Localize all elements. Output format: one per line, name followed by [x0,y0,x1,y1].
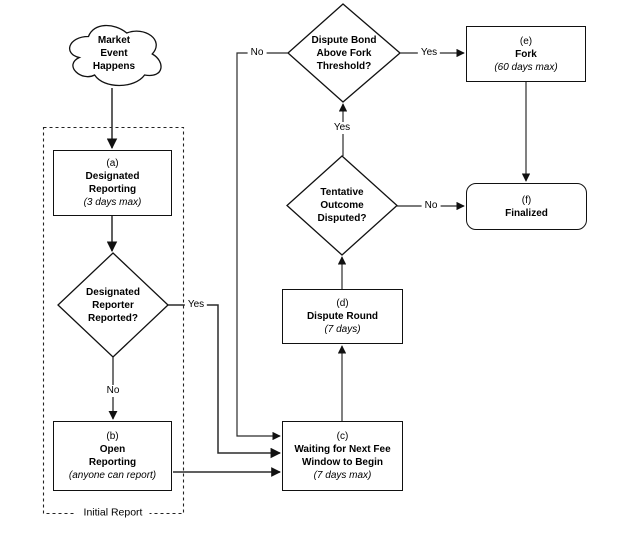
node-finalized: (f) Finalized [466,183,587,230]
node-note: (3 days max) [83,197,142,208]
node-fork: (e) Fork (60 days max) [466,26,586,82]
node-market-event-label: Market Event Happens [92,35,136,72]
decision-designated-reporter-label: Designated Reporter Reported? [86,287,140,324]
node-title: Dispute Round [306,311,379,322]
diamond-tentative-outcome-disputed [286,155,398,256]
node-tag: (a) [106,158,119,169]
node-title: Designated Reporting [85,171,140,195]
node-title: Finalized [505,207,548,219]
decision-tentative-outcome-label: Tentative Outcome Disputed? [317,187,367,224]
node-tag: (f) [521,194,532,206]
edge-label-reporter-yes: Yes [184,299,208,311]
node-note: (7 days max) [313,470,372,481]
edge-label-reporter-no: No [103,385,123,397]
node-tag: (b) [106,431,119,442]
connector-fork-no-to-waiting [236,52,288,441]
edge-label-disputed-no: No [421,200,441,212]
cloud-shape-market-event [69,24,162,87]
node-open-reporting: (b) Open Reporting (anyone can report) [53,421,172,491]
diamond-dispute-bond-above-fork-threshold [287,3,401,103]
node-tag: (d) [336,298,349,309]
edge-label-fork-no: No [247,47,267,59]
node-note: (anyone can report) [68,470,157,481]
node-tag: (c) [336,431,349,442]
node-designated-reporting: (a) Designated Reporting (3 days max) [53,150,172,216]
node-note: (60 days max) [494,61,558,73]
node-title: Open Reporting [88,444,137,468]
node-title: Fork [515,48,537,60]
node-note: (7 days) [324,324,361,335]
edge-label-fork-yes: Yes [417,47,441,59]
node-waiting-for-next-fee-window: (c) Waiting for Next Fee Window to Begin… [282,421,403,491]
node-dispute-round: (d) Dispute Round (7 days) [282,289,403,344]
edge-label-disputed-yes: Yes [330,122,354,134]
decision-dispute-bond-label: Dispute Bond Above Fork Threshold? [311,35,377,72]
node-title: Waiting for Next Fee Window to Begin [294,444,391,468]
initial-report-group-label: Initial Report [76,506,150,520]
node-tag: (e) [519,35,533,47]
connector-reporter-yes-to-waiting [168,304,282,459]
